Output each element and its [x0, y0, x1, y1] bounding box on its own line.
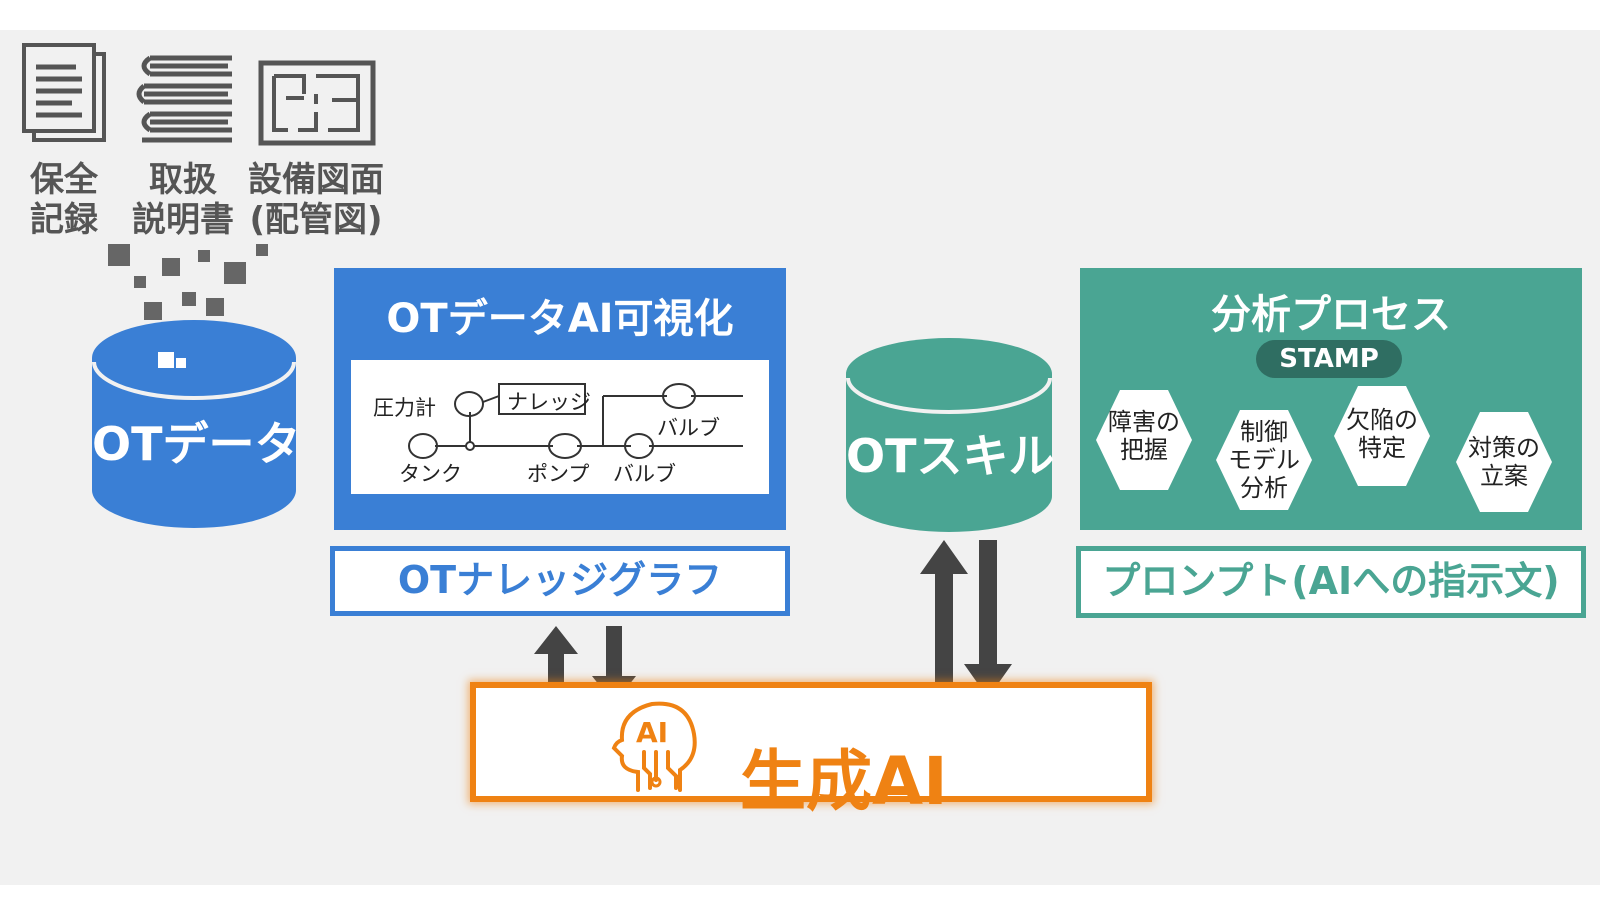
- document-label-drawing: 設備図面(配管図): [248, 160, 384, 240]
- generative-ai-box: [470, 682, 1152, 802]
- node-knowledge: ナレッジ: [507, 390, 591, 414]
- ai-visualization-title: OTデータAI可視化: [386, 296, 734, 342]
- ai-icon-text: AI: [636, 716, 668, 749]
- step-hexagon-1: [1096, 390, 1192, 490]
- node-tank: タンク: [399, 462, 462, 486]
- maintenance-record-icon: [22, 43, 106, 142]
- arrow-down-icon: [964, 540, 1012, 698]
- floor-plan-icon: [258, 60, 376, 146]
- manual-stack-icon: [136, 55, 232, 143]
- ot-skill-label: OTスキル: [846, 429, 1055, 483]
- step-hexagon-3: [1334, 386, 1430, 486]
- ot-data-label: OTデータ: [92, 417, 301, 471]
- step-2-label: 制御モデル分析: [1228, 418, 1300, 502]
- step-3-label: 欠陥の特定: [1346, 406, 1418, 462]
- generative-ai-label: 生成AI: [740, 743, 948, 820]
- knowledge-graph-edges: [408, 383, 743, 459]
- analysis-process-title: 分析プロセス: [1211, 292, 1451, 338]
- knowledge-graph-caption: OTナレッジグラフ: [330, 546, 790, 616]
- stamp-badge: STAMP: [1256, 340, 1402, 378]
- ai-head-icon: AI: [611, 701, 697, 792]
- document-label-maintenance: 保全記録: [30, 160, 98, 240]
- analysis-step-hexagons: [1096, 386, 1552, 512]
- node-valve-upper: バルブ: [657, 416, 720, 440]
- step-hexagon-2: [1216, 410, 1312, 510]
- step-hexagon-4: [1456, 412, 1552, 512]
- node-valve-lower: バルブ: [613, 462, 676, 486]
- step-1-label: 障害の把握: [1108, 408, 1180, 464]
- ot-data-cylinder: OTデータ: [92, 318, 301, 530]
- step-4-label: 対策の立案: [1468, 434, 1540, 490]
- ot-skill-cylinder: OTスキル: [846, 336, 1055, 532]
- arrow-up-icon: [534, 626, 578, 704]
- prompt-caption: プロンプト(AIへの指示文): [1076, 546, 1586, 618]
- data-particles: [108, 244, 268, 350]
- ot-skill-arrows: [920, 540, 1012, 698]
- document-label-manual: 取扱説明書: [132, 160, 234, 240]
- ai-visualization-panel: OTデータAI可視化 圧力計 ナレッジ タンク: [334, 268, 786, 530]
- arrow-up-icon: [920, 540, 968, 698]
- node-pump: ポンプ: [527, 462, 590, 486]
- knowledge-graph-sample: 圧力計 ナレッジ タンク ポンプ バルブ バルブ: [351, 360, 769, 494]
- analysis-process-panel: 分析プロセス STAMP 障害の把握 制御モデル分析 欠陥の特定 対策の立案: [1080, 268, 1582, 530]
- node-pressure-gauge: 圧力計: [373, 396, 436, 420]
